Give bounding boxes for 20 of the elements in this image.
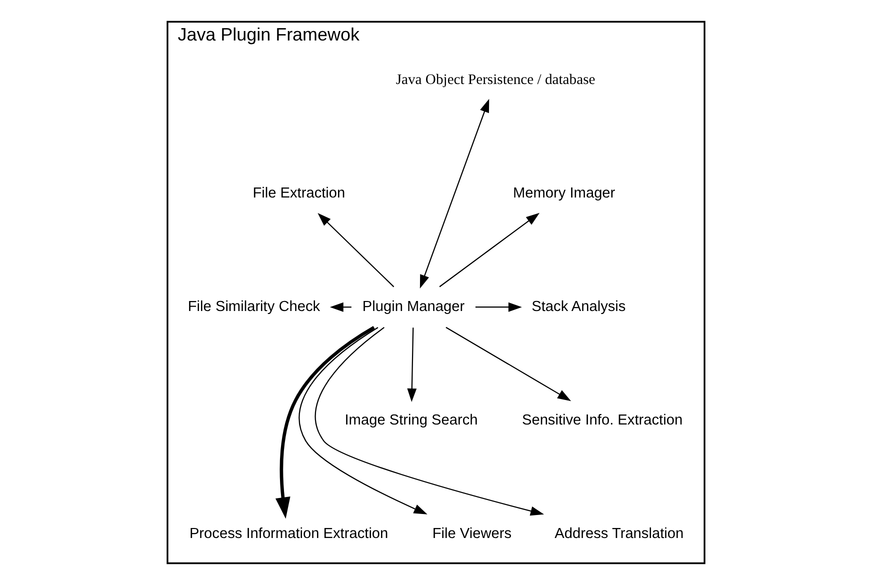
node-text: Image String Search [344,412,478,428]
node-text: Plugin Manager [362,298,464,315]
node-text: Java Object Persistence / database [395,72,595,88]
node-text: Memory Imager [512,185,615,202]
arrow [317,212,394,288]
node-text: Sensitive Info. Extraction [521,412,682,428]
arrow [445,326,571,402]
arrow [298,327,427,514]
arrow [419,98,489,288]
arrow [314,326,544,516]
node-text: File Similarity Check [187,298,320,315]
node-text: File Extraction [252,185,345,202]
arrow [406,328,416,402]
arrow [274,326,374,519]
node-text: Address Translation [554,526,684,542]
arrow [438,212,540,288]
node-text: File Viewers [432,526,512,542]
node-text: Process Information Extraction [188,526,388,542]
arrow [474,302,522,312]
node-text: Stack Analysis [531,298,626,315]
